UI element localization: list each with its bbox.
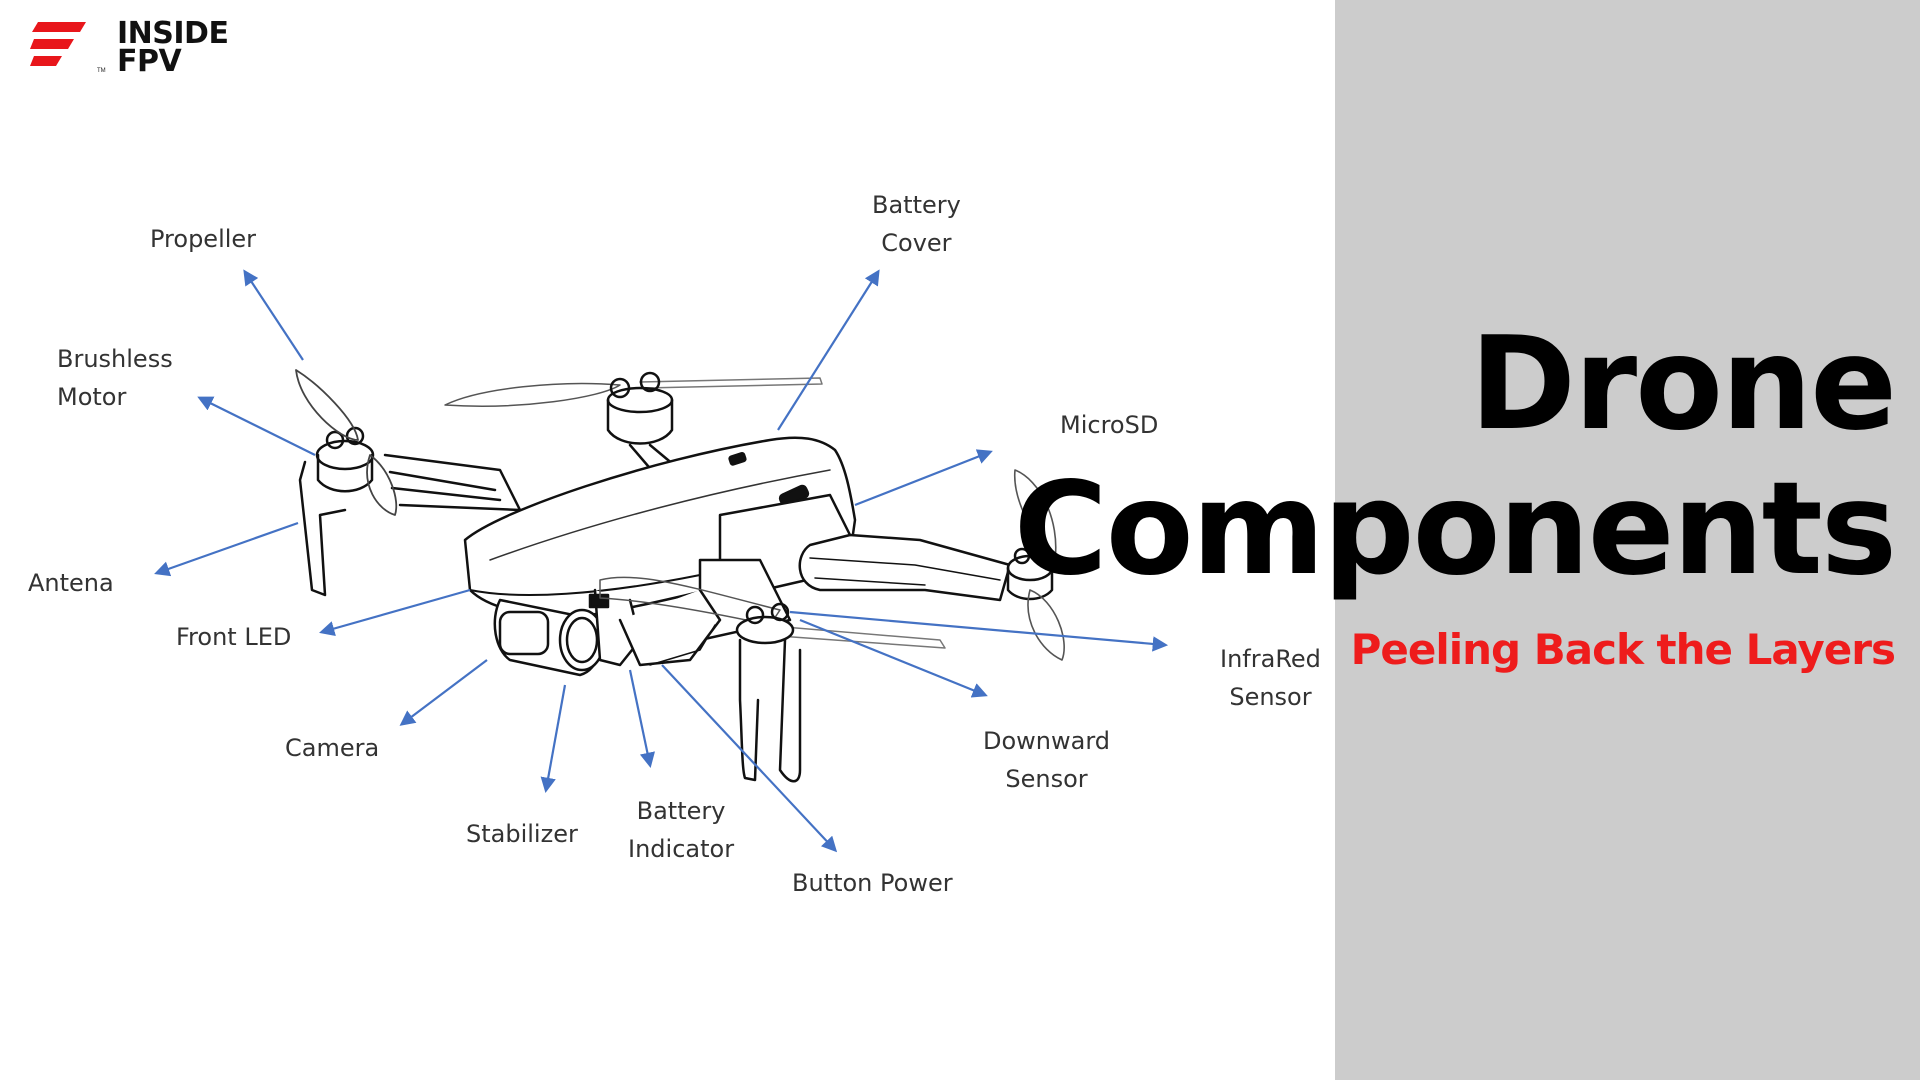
label-line: MicroSD	[1060, 411, 1159, 439]
label-stabilizer: Stabilizer	[466, 815, 578, 853]
arrow-microsd	[854, 449, 993, 507]
drone-drawing	[295, 369, 1065, 783]
page-title-line2: Components	[1013, 455, 1897, 604]
label-downward-sensor: Downward Sensor	[983, 722, 1110, 798]
arrow-camera	[399, 659, 488, 726]
label-propeller: Propeller	[150, 220, 256, 258]
label-line: Propeller	[150, 225, 257, 253]
label-line: Antena	[28, 569, 114, 597]
arrow-stabilizer	[540, 684, 567, 794]
logo-text-fpv: FPV	[117, 44, 182, 79]
arrow-battery-indicator	[628, 669, 655, 769]
logo-text-inside: INSIDE	[117, 16, 229, 51]
label-line: Front LED	[176, 623, 292, 651]
logo-trademark: TM	[97, 68, 106, 74]
label-line: Battery	[636, 797, 726, 825]
arrow-downward-sensor	[799, 618, 988, 698]
inside-fpv-logo: INSIDE FPV TM	[30, 16, 229, 79]
label-button-power: Button Power	[792, 864, 953, 902]
arrow-propeller	[243, 269, 304, 361]
label-battery-indicator: Battery Indicator	[628, 792, 734, 868]
arrow-antena	[154, 521, 299, 577]
arrow-front-led	[319, 588, 471, 637]
label-line: Cover	[881, 229, 952, 257]
label-line: Sensor	[1005, 765, 1088, 793]
label-line: Downward	[983, 727, 1111, 755]
arrow-infrared-sensor	[789, 610, 1169, 652]
label-line: Motor	[57, 383, 127, 411]
logo-stripes-icon	[30, 22, 86, 66]
leader-arrows	[154, 269, 1169, 853]
arrow-battery-cover	[777, 269, 880, 431]
label-line: Sensor	[1229, 683, 1312, 711]
page-title-line1: Drone	[1469, 310, 1897, 459]
page-subtitle: Peeling Back the Layers	[1350, 625, 1896, 674]
title-panel-background	[1335, 0, 1920, 1080]
label-line: Battery	[872, 191, 961, 219]
arrow-brushless-motor	[197, 396, 316, 456]
label-brushless-motor: Brushless Motor	[57, 340, 173, 416]
label-battery-cover: Battery Cover	[872, 186, 961, 262]
label-line: InfraRed	[1220, 645, 1321, 673]
label-line: Stabilizer	[466, 820, 578, 848]
label-line: Brushless	[57, 345, 173, 373]
label-microsd: MicroSD	[1060, 406, 1158, 444]
label-line: Button Power	[792, 869, 953, 897]
label-antena: Antena	[28, 564, 114, 602]
label-front-led: Front LED	[176, 618, 291, 656]
label-line: Camera	[285, 734, 380, 762]
arrow-button-power	[661, 664, 838, 853]
label-line: Indicator	[628, 835, 735, 863]
label-infrared-sensor: InfraRed Sensor	[1220, 640, 1321, 716]
label-camera: Camera	[285, 729, 379, 767]
